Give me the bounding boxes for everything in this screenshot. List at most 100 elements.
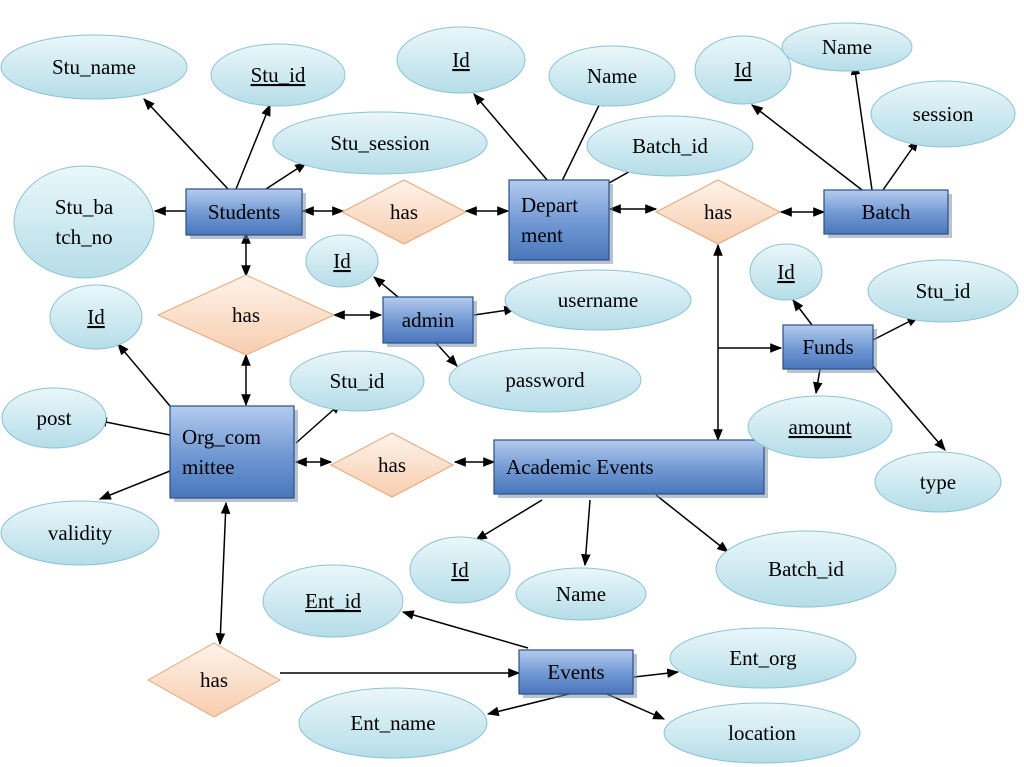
attribute-ellipse — [715, 530, 897, 608]
connector-org_committee-to-org_validity — [98, 470, 171, 500]
attribute-dept_name[interactable]: Name — [548, 45, 676, 107]
attribute-admin_password[interactable]: password — [448, 347, 642, 413]
entity-academic_events-label: Academic Events — [506, 455, 654, 479]
relationship-diamond — [156, 274, 336, 356]
relationship-has_dept_batch-label: has — [704, 200, 732, 224]
relationship-has_org_academic[interactable]: has — [329, 432, 455, 498]
attribute-org_post-label: post — [36, 406, 71, 430]
attribute-admin_id[interactable]: Id — [305, 234, 379, 288]
relationship-has_dept_batch[interactable]: has — [654, 179, 782, 245]
connector-students-to-stu_id — [235, 103, 271, 190]
attribute-stu_batch_no-label: Stu_ba — [55, 195, 114, 219]
attribute-ellipse — [1, 387, 107, 449]
relationship-has_students_dept[interactable]: has — [340, 179, 468, 245]
entity-batch-label: Batch — [862, 200, 911, 224]
entity-funds-label: Funds — [802, 335, 853, 359]
attribute-batch_name-label: Name — [822, 35, 872, 59]
attribute-batch_session[interactable]: session — [870, 80, 1016, 148]
attribute-ent_id[interactable]: Ent_id — [262, 564, 404, 638]
entity-box — [508, 179, 610, 261]
relationship-has_org_events-label: has — [200, 668, 228, 692]
attribute-ae_id[interactable]: Id — [409, 536, 511, 604]
entity-students-label: Students — [208, 200, 280, 224]
attribute-ent_id-label: Ent_id — [305, 589, 361, 613]
attribute-funds_id[interactable]: Id — [749, 243, 823, 301]
attribute-funds_stu_id[interactable]: Stu_id — [867, 259, 1019, 323]
entity-funds[interactable]: Funds — [782, 324, 877, 373]
attribute-batch_id-label: Id — [734, 58, 752, 82]
connector-org_committee-to-org_id — [117, 343, 171, 407]
attribute-ae_batch_id[interactable]: Batch_id — [715, 530, 897, 608]
attribute-ent_name[interactable]: Ent_name — [298, 687, 488, 759]
entity-admin[interactable]: admin — [382, 296, 477, 347]
attribute-ellipse — [289, 350, 425, 412]
attribute-ellipse — [867, 259, 1019, 323]
attribute-batch_session-label: session — [913, 102, 974, 126]
relationship-has_org_events[interactable]: has — [146, 642, 282, 718]
attribute-funds_stu_id-label: Stu_id — [916, 279, 971, 303]
attribute-ent_name-label: Ent_name — [350, 711, 435, 735]
attribute-org_validity[interactable]: validity — [0, 500, 160, 566]
attribute-ellipse — [870, 80, 1016, 148]
attribute-funds_type[interactable]: type — [874, 451, 1002, 513]
attribute-ellipse — [548, 45, 676, 107]
connector-department-to-dept_name — [561, 93, 605, 182]
attribute-ellipse — [409, 536, 511, 604]
attribute-stu_batch_no[interactable]: Stu_ba tch_no — [13, 165, 155, 279]
attribute-org_validity-label: validity — [48, 521, 113, 545]
relationship-has_students_org-label: has — [232, 303, 260, 327]
relationship-has_org_academic-label: has — [378, 453, 406, 477]
attribute-org_post[interactable]: post — [1, 387, 107, 449]
attribute-batch_name[interactable]: Name — [781, 22, 913, 72]
attribute-funds_type-label: type — [920, 470, 956, 494]
entity-admin-label: admin — [402, 308, 455, 332]
attribute-stu_id[interactable]: Stu_id — [210, 43, 346, 107]
attribute-stu_session[interactable]: Stu_session — [272, 111, 488, 175]
connector-batch-to-batch_id — [751, 104, 863, 191]
attribute-dept_name-label: Name — [587, 64, 637, 88]
entity-events[interactable]: Events — [518, 649, 637, 698]
connector-org_committee-to-has_org_events — [215, 501, 231, 646]
attribute-ent_location[interactable]: location — [663, 702, 861, 764]
entity-box — [185, 188, 303, 236]
attribute-ellipse — [586, 115, 754, 177]
attribute-admin_username[interactable]: username — [504, 269, 692, 331]
attribute-ellipse — [874, 451, 1002, 513]
entity-batch[interactable]: Batch — [823, 189, 952, 238]
attribute-stu_name[interactable]: Stu_name — [0, 34, 188, 100]
entity-students[interactable]: Students — [185, 188, 306, 239]
connector-batch-to-batch_name — [850, 62, 873, 191]
attribute-ellipse — [396, 26, 526, 94]
relationship-has_students_dept-label: has — [390, 200, 418, 224]
attribute-ellipse — [305, 234, 379, 288]
entity-box — [782, 324, 874, 370]
attribute-admin_password-label: password — [505, 368, 585, 392]
attribute-dept_id[interactable]: Id — [396, 26, 526, 94]
attribute-dept_id-label: Id — [452, 48, 470, 72]
attribute-funds_amount[interactable]: amount — [747, 395, 893, 459]
attribute-ent_location-label: location — [728, 721, 796, 745]
connector-funds-to-funds_stu_id — [872, 316, 920, 341]
attribute-ae_name[interactable]: Name — [515, 567, 647, 621]
connector-events-to-ent_org — [633, 668, 680, 678]
entity-department-label: ment — [521, 223, 563, 247]
attribute-stu_batch_no-label: tch_no — [55, 225, 112, 249]
attribute-stu_session-label: Stu_session — [330, 131, 430, 155]
attribute-admin_id-label: Id — [333, 249, 351, 273]
attribute-org_stu_id[interactable]: Stu_id — [289, 350, 425, 412]
attribute-batch_id[interactable]: Id — [694, 35, 792, 105]
connector-org_committee-to-org_post — [94, 417, 171, 436]
attribute-ellipse — [298, 687, 488, 759]
attribute-dept_batch_id[interactable]: Batch_id — [586, 115, 754, 177]
relationship-has_students_org[interactable]: has — [156, 274, 336, 356]
attribute-ellipse — [515, 567, 647, 621]
entity-academic_events[interactable]: Academic Events — [493, 439, 768, 498]
attribute-ent_org[interactable]: Ent_org — [669, 627, 857, 689]
attribute-stu_id-label: Stu_id — [251, 63, 306, 87]
attribute-org_id-label: Id — [87, 305, 105, 329]
attribute-org_id[interactable]: Id — [49, 284, 143, 350]
